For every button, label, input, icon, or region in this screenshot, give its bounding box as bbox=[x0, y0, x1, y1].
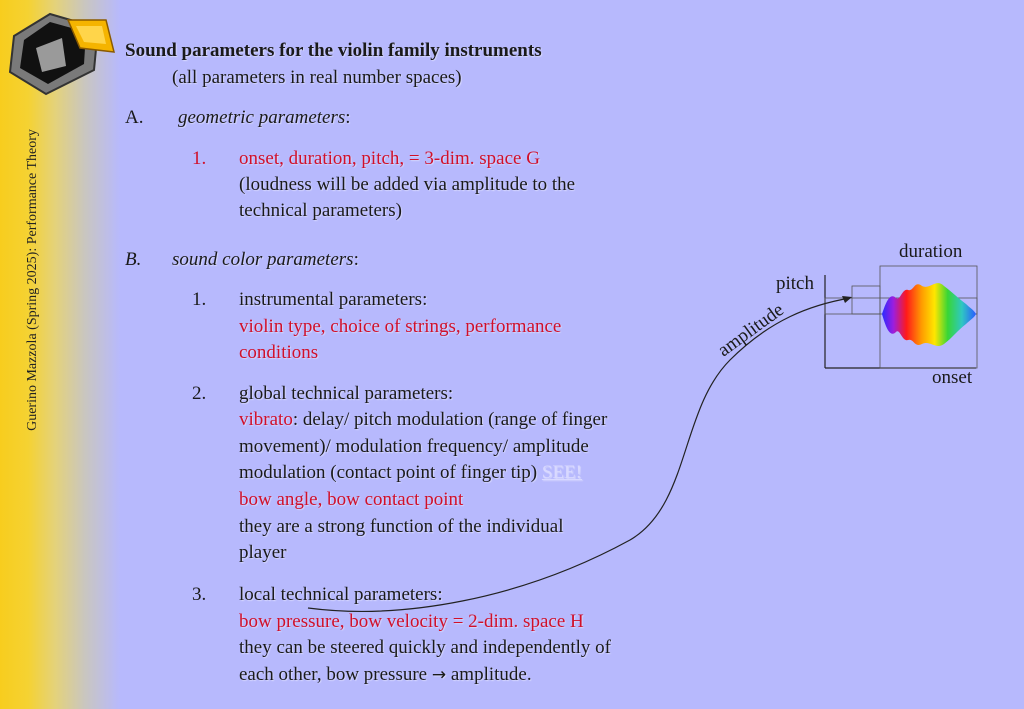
section-a-heading: geometric parameters: bbox=[178, 105, 351, 131]
b3-line-4-end: amplitude. bbox=[446, 664, 532, 685]
section-a-colon: : bbox=[345, 107, 351, 128]
section-a-heading-text: geometric parameters bbox=[178, 107, 346, 128]
section-b-colon: : bbox=[353, 249, 359, 270]
b1-red-line-2: conditions bbox=[239, 342, 319, 363]
pitch-label: pitch bbox=[776, 273, 814, 294]
b3-red-line: bow pressure, bow velocity = 2-dim. spac… bbox=[239, 611, 584, 632]
sidebar-stripe bbox=[0, 0, 120, 709]
a1-line-2: (loudness will be added via amplitude to… bbox=[239, 174, 576, 195]
section-b-marker: B. bbox=[125, 249, 142, 270]
title-line-2: (all parameters in real number spaces) bbox=[172, 67, 462, 88]
pitch-marker-box bbox=[851, 285, 881, 315]
right-arrow-icon: → bbox=[431, 665, 447, 685]
b2-red-line: bow angle, bow contact point bbox=[239, 489, 464, 510]
b1-red-line-1: violin type, choice of strings, performa… bbox=[239, 316, 562, 337]
b2-line-4-text: modulation (contact point of finger tip) bbox=[239, 462, 542, 483]
b3-line-4-text: each other, bow pressure bbox=[239, 664, 432, 685]
b1-number: 1. bbox=[192, 289, 207, 310]
amplitude-arrowhead-icon bbox=[842, 296, 852, 303]
b3-line-3: they can be steered quickly and independ… bbox=[239, 637, 611, 658]
vibrato-term: vibrato bbox=[239, 409, 293, 430]
b2-line-1: global technical parameters: bbox=[239, 383, 454, 404]
amplitude-curve bbox=[307, 297, 851, 612]
b2-line-6: they are a strong function of the indivi… bbox=[239, 516, 564, 537]
sound-space-svg bbox=[307, 265, 978, 612]
b2-line-4: modulation (contact point of finger tip)… bbox=[239, 460, 582, 486]
section-a-marker: A. bbox=[125, 107, 144, 128]
b1-line-1: instrumental parameters: bbox=[239, 289, 428, 310]
title-line-1: Sound parameters for the violin family i… bbox=[125, 40, 542, 61]
sound-waveform-icon bbox=[882, 283, 976, 346]
b2-line-7: player bbox=[239, 542, 287, 563]
author-course-label: Guerino Mazzola (Spring 2025): Performan… bbox=[25, 129, 40, 431]
b3-line-4: each other, bow pressure → amplitude. bbox=[239, 662, 532, 688]
onset-label: onset bbox=[932, 367, 973, 388]
a1-number: 1. bbox=[192, 148, 207, 169]
section-b-heading-text: sound color parameters bbox=[172, 249, 354, 270]
b2-line-3: movement)/ modulation frequency/ amplitu… bbox=[239, 436, 589, 457]
a1-line-3: technical parameters) bbox=[239, 200, 402, 221]
sound-space-diagram: duration pitch onset amplitude bbox=[307, 240, 1000, 700]
duration-box bbox=[879, 265, 978, 369]
b2-number: 2. bbox=[192, 383, 207, 404]
see-link[interactable]: SEE! bbox=[541, 462, 582, 483]
duration-label: duration bbox=[899, 241, 963, 262]
a1-red-line: onset, duration, pitch, = 3-dim. space G bbox=[239, 148, 540, 169]
b3-line-1: local technical parameters: bbox=[239, 584, 443, 605]
b3-number: 3. bbox=[192, 584, 207, 605]
logo-icon bbox=[8, 12, 115, 96]
vibrato-description: : delay/ pitch modulation (range of fing… bbox=[292, 409, 608, 430]
b2-line-2: vibrato: delay/ pitch modulation (range … bbox=[239, 407, 607, 433]
section-b-heading: sound color parameters: bbox=[172, 247, 359, 273]
